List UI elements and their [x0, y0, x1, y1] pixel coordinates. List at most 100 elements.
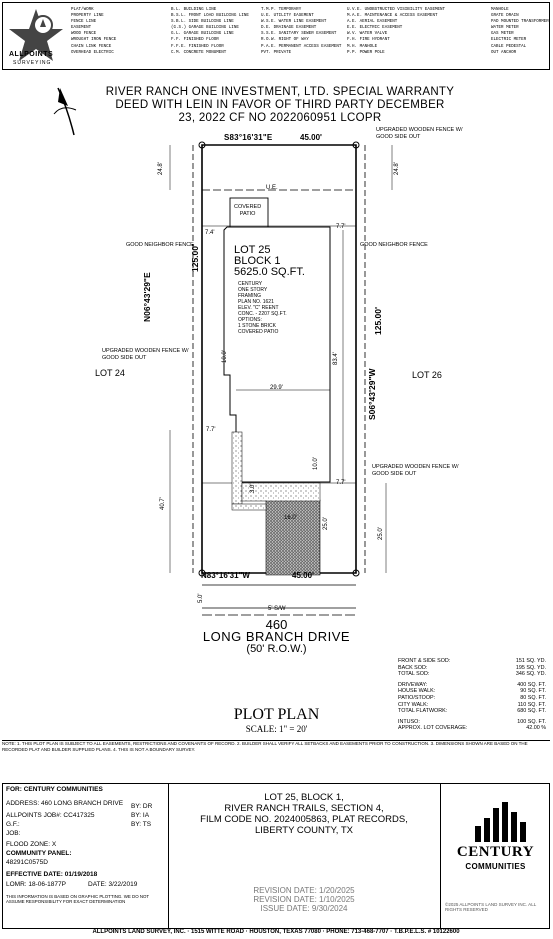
legend-item: WOOD FENCE: [71, 32, 97, 37]
brand-sub: COMMUNITIES: [465, 862, 526, 871]
legend-item: ELECTRIC METER: [491, 38, 527, 43]
effective-date: EFFECTIVE DATE: 01/19/2018: [6, 871, 98, 878]
dim-10-0-b: 10.0': [313, 457, 319, 470]
quantity-key: APPROX. LOT COVERAGE:: [398, 725, 468, 732]
title-block: FOR: CENTURY COMMUNITIES ADDRESS: 460 LO…: [2, 783, 550, 929]
reviewed-by: BY: TS: [131, 821, 152, 828]
quantity-value: 680 SQ. FT.: [517, 708, 546, 715]
century-skyline-icon: [475, 802, 526, 842]
legend-item: WATER METER: [491, 26, 519, 31]
dim-25-0-b: 25.0': [378, 527, 384, 540]
quantity-row: DRIVEWAY: 400 SQ. FT.: [398, 682, 546, 689]
legend-item: PLAT/WORK: [71, 8, 94, 12]
dim-24-8-left: 24.8': [158, 162, 164, 175]
legend-item: M.A.E. MAINTENANCE & ACCESS EASEMENT: [347, 14, 438, 19]
quantity-value: 110 SQ. FT.: [517, 701, 546, 708]
legend-item: B.L. BUILDING LINE: [171, 8, 217, 12]
legal-line-2: RIVER RANCH TRAILS, SECTION 4,: [224, 803, 384, 814]
legend-item: U.V.E. UNOBSTRUCTED VISIBILITY EASEMENT: [347, 8, 446, 12]
quantity-value: 90 SQ. FT.: [520, 688, 546, 695]
legend-item: D.E. DRAINAGE EASEMENT: [261, 26, 317, 31]
quantity-row: APPROX. LOT COVERAGE:42.00 %: [398, 725, 546, 732]
dim-7-7-a: 7.7': [336, 224, 346, 230]
lomr: LOMR: 18-06-1877P: [6, 881, 66, 888]
north-arrow-icon: [53, 87, 77, 136]
fence-note-east: GOOD NEIGHBOR FENCE: [360, 242, 428, 248]
title-block-right: CENTURY COMMUNITIES ©2025 ALLPOINTS LAND…: [440, 784, 550, 928]
house-desc-line: FRAMING: [238, 293, 262, 299]
legend-item: OUT ANCHOR: [491, 50, 517, 55]
quantity-key: FRONT & SIDE SOD:: [398, 658, 451, 664]
legend-item: PVT. PRIVATE: [261, 50, 292, 55]
dim-7-7-c: 7.7': [336, 480, 346, 486]
quantity-key: HOUSE WALK:: [398, 688, 436, 695]
house-desc-line: ONE STORY: [238, 287, 268, 293]
quantity-row: FRONT & SIDE SOD:151 SQ. YD.: [398, 658, 546, 665]
south-bearing: N83°16'31"W: [201, 571, 250, 580]
gf-label: G.F.:: [6, 821, 20, 828]
fence-note-west-2: UPGRADED WOODEN FENCE W/ GOOD SIDE OUT: [102, 348, 189, 361]
west-bearing: N06°43'29"E: [142, 272, 152, 322]
company-logo-icon: [9, 9, 63, 61]
quantity-row: BACK SOD:195 SQ. YD.: [398, 665, 546, 672]
area-label: 5625.0 SQ.FT.: [234, 266, 305, 278]
quantity-row: INTUSO:100 SQ. FT.: [398, 719, 546, 726]
flood-disclaimer: THIS INFORMATION IS BASED ON GRAPHIC PLO…: [6, 894, 150, 904]
copyright: ©2025 ALLPOINTS LAND SURVEY INC. ALL RIG…: [445, 902, 537, 913]
easement-label: U.E.: [266, 185, 278, 191]
quantity-key: DRIVEWAY:: [398, 681, 428, 688]
brand-name: CENTURY: [456, 844, 535, 860]
fence-note-east-2: UPGRADED WOODEN FENCE W/ GOOD SIDE OUT: [372, 464, 459, 477]
house-desc-line: CENTURY: [238, 281, 263, 287]
house-desc-line: 1 STONE BRICK: [238, 323, 276, 329]
north-bearing: S83°16'31"E: [224, 133, 273, 142]
footer-address: ALLPOINTS LAND SURVEY, INC. · 1515 WITTE…: [92, 929, 460, 935]
east-bearing: S06°43'29"W: [367, 368, 377, 420]
legend-item: OVERHEAD ELECTRIC: [71, 50, 114, 55]
deed-note-line-1: RIVER RANCH ONE INVESTMENT, LTD. SPECIAL…: [105, 86, 455, 98]
revision-date-2: REVISION DATE: 1/10/2025: [253, 895, 355, 904]
survey-date: DATE: 3/22/2019: [88, 881, 138, 888]
legend-item: P.A.E. PERMANENT ACCESS EASEMENT: [261, 44, 342, 49]
address-label: ADDRESS: 460 LONG BRANCH DRIVE: [6, 800, 124, 807]
quantity-value: 195 SQ. YD.: [515, 664, 546, 671]
quantity-row: TOTAL SOD: 346 SQ. YD.: [398, 671, 546, 678]
legend-item: S.S.E. SANITARY SEWER EASEMENT: [261, 32, 337, 37]
quantity-value: 346 SQ. YD.: [515, 671, 546, 678]
dim-25-0-a: 25.0': [323, 517, 329, 530]
quantity-key: PATIO/STOOP:: [398, 694, 436, 701]
legal-line-4: LIBERTY COUNTY, TX: [254, 825, 354, 836]
logo-subtext: SURVEYING: [13, 60, 52, 66]
legal-line-1: LOT 25, BLOCK 1,: [264, 792, 344, 803]
plot-plan-drawing: [169, 141, 393, 616]
legend-col-4: U.V.E. UNOBSTRUCTED VISIBILITY EASEMENT M…: [347, 7, 445, 56]
dim-5-0: 5.0': [198, 593, 204, 604]
logo-text: ALLPOINTS: [9, 51, 54, 58]
legend-item: G.L. GARAGE BUILDING LINE: [171, 32, 234, 37]
fence-note-west: GOOD NEIGHBOR FENCE: [126, 242, 194, 248]
legend-item: EASEMENT: [71, 26, 92, 31]
checked-by: BY: IA: [131, 812, 150, 819]
dim-83-4: 83.4': [333, 352, 339, 365]
legend-item: A.E. AERIAL EASEMENT: [347, 20, 398, 25]
title-block-middle: LOT 25, BLOCK 1, RIVER RANCH TRAILS, SEC…: [169, 784, 439, 928]
legal-line-3: FILM CODE NO. 2024005863, PLAT RECORDS,: [200, 814, 408, 825]
quantity-key: TOTAL SOD:: [398, 671, 430, 678]
right-of-way: (50' R.O.W.): [246, 643, 307, 655]
quantity-key: INTUSO:: [398, 718, 420, 725]
legend-item: P.P. POWER POLE: [347, 50, 385, 55]
quantity-key: TOTAL FLATWORK:: [398, 708, 448, 715]
flood-zone: FLOOD ZONE: X: [6, 841, 57, 848]
legend-item: E.E. ELECTRIC EASEMENT: [347, 26, 403, 31]
quantity-value: 400 SQ. FT.: [517, 681, 546, 688]
south-distance: 45.00': [292, 571, 314, 580]
legend-item: PROPERTY LINE: [71, 14, 104, 19]
legend-item: S.B.L. SIDE BUILDING LINE: [171, 20, 234, 25]
north-distance: 45.00': [300, 133, 322, 142]
legend-box: ALLPOINTS SURVEYING PLAT/WORK PROPERTY LI…: [2, 2, 550, 70]
legend-item: M.H. MANHOLE: [347, 44, 378, 49]
legend-item: U.E. UTILITY EASEMENT: [261, 14, 314, 19]
